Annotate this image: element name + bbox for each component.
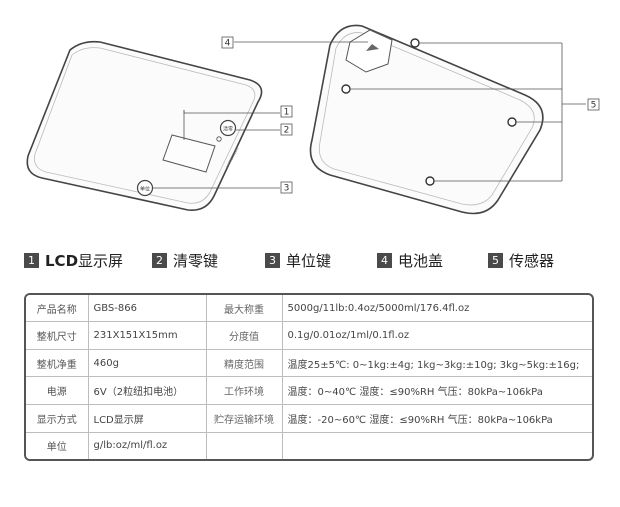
spec-label: 精度范围 — [205, 348, 283, 378]
unit-button-label: 单位 — [140, 186, 150, 193]
legend-label: 电池盖 — [398, 252, 444, 270]
legend-label: 清零键 — [173, 252, 219, 270]
spec-label: 显示方式 — [26, 404, 89, 433]
legend-number: 5 — [488, 253, 503, 268]
legend-bold: LCD — [45, 252, 79, 270]
spec-value: 231X151X15mm — [87, 321, 207, 350]
spec-value: 5000g/11lb:0.4oz/5000ml/176.4fl.oz — [281, 295, 592, 323]
spec-label — [205, 431, 283, 459]
table-row: 产品名称 GBS-866 最大称重 5000g/11lb:0.4oz/5000m… — [26, 295, 592, 323]
spec-value — [281, 431, 592, 459]
legend-number: 3 — [265, 253, 280, 268]
spec-value: 温度：-20~60℃ 湿度：≤90%RH 气压：80kPa~106kPa — [281, 404, 592, 433]
legend-number: 2 — [152, 253, 167, 268]
table-row: 电源 6V（2粒纽扣电池） 工作环境 温度：0~40℃ 湿度：≤90%RH 气压… — [26, 376, 592, 406]
legend-item-sensor: 5 传感器 — [488, 250, 554, 271]
spec-value: 0.1g/0.01oz/1ml/0.1fl.oz — [281, 321, 592, 350]
callout-5: 5 — [587, 98, 600, 111]
zero-button[interactable] — [219, 119, 237, 137]
table-row: 显示方式 LCD显示屏 贮存运输环境 温度：-20~60℃ 湿度：≤90%RH … — [26, 404, 592, 433]
svg-text:1: 1 — [284, 108, 290, 118]
svg-text:3: 3 — [284, 184, 290, 194]
svg-text:4: 4 — [225, 39, 231, 49]
unit-button[interactable] — [136, 179, 154, 197]
legend-item-lcd: 1 LCD显示屏 — [24, 250, 123, 271]
sensor-foot — [410, 38, 420, 48]
sensor-foot — [507, 117, 517, 127]
parts-legend: 1 LCD显示屏 2 清零键 3 单位键 4 电池盖 5 传感器 — [24, 250, 604, 272]
lcd-display — [162, 134, 216, 173]
sensor-foot — [341, 84, 351, 94]
table-row: 单位 g/lb:oz/ml/fl.oz — [26, 431, 592, 459]
power-icon — [216, 136, 222, 142]
spec-label: 工作环境 — [205, 376, 283, 406]
spec-value: 温度25±5℃: 0~1kg:±4g; 1kg~3kg:±10g; 3kg~5k… — [281, 348, 592, 378]
spec-table: 产品名称 GBS-866 最大称重 5000g/11lb:0.4oz/5000m… — [24, 293, 594, 461]
legend-number: 4 — [377, 253, 392, 268]
spec-label: 最大称重 — [205, 295, 283, 323]
callout-1: 1 — [280, 105, 293, 118]
battery-cover — [345, 29, 393, 73]
battery-cover-arrow-icon — [366, 44, 379, 51]
spec-label: 单位 — [26, 431, 89, 459]
scale-front-view: 清零 单位 LAPRESSLIFE — [26, 40, 280, 212]
spec-value: 460g — [87, 348, 207, 378]
callout-2: 2 — [280, 123, 293, 136]
legend-item-unit: 3 单位键 — [265, 250, 331, 271]
spec-value: LCD显示屏 — [87, 404, 207, 433]
svg-text:2: 2 — [284, 126, 290, 136]
spec-value: 6V（2粒纽扣电池） — [87, 376, 207, 406]
spec-value: g/lb:oz/ml/fl.oz — [87, 431, 207, 459]
callout-4: 4 — [221, 36, 234, 49]
zero-button-label: 清零 — [223, 126, 233, 133]
spec-label: 整机尺寸 — [26, 321, 89, 350]
spec-label: 电源 — [26, 376, 89, 406]
sensor-foot — [425, 176, 435, 186]
legend-item-battery: 4 电池盖 — [377, 250, 443, 271]
legend-number: 1 — [24, 253, 39, 268]
callout-3: 3 — [280, 181, 293, 194]
spec-label: 贮存运输环境 — [205, 404, 283, 433]
spec-label: 产品名称 — [26, 295, 89, 323]
legend-label: 显示屏 — [78, 252, 124, 270]
scale-back-view — [234, 24, 586, 215]
legend-label: 单位键 — [286, 252, 332, 270]
legend-label: 传感器 — [509, 252, 555, 270]
svg-text:5: 5 — [591, 101, 597, 111]
spec-label: 分度值 — [205, 321, 283, 350]
spec-value: GBS-866 — [87, 295, 207, 323]
product-diagram: 清零 单位 LAPRESSLIFE 1 2 3 — [26, 24, 600, 215]
spec-value: 温度：0~40℃ 湿度：≤90%RH 气压：80kPa~106kPa — [281, 376, 592, 406]
table-row: 整机净重 460g 精度范围 温度25±5℃: 0~1kg:±4g; 1kg~3… — [26, 348, 592, 378]
spec-label: 整机净重 — [26, 348, 89, 378]
legend-item-zero: 2 清零键 — [152, 250, 218, 271]
table-row: 整机尺寸 231X151X15mm 分度值 0.1g/0.01oz/1ml/0.… — [26, 321, 592, 350]
